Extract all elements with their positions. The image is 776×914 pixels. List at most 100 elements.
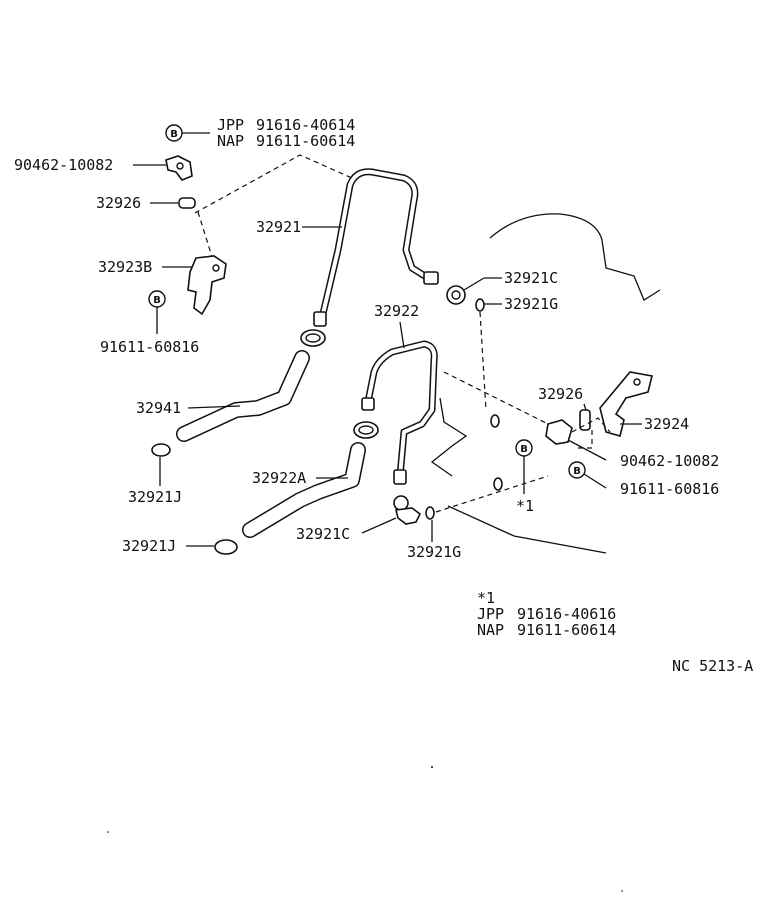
engine-outline xyxy=(430,397,468,477)
o-ring-icon xyxy=(475,298,485,312)
engine-outline xyxy=(489,213,661,301)
hose-32941: 32941 xyxy=(136,350,310,442)
label-32926-right: 32926 xyxy=(538,385,583,403)
label-32922A: 32922A xyxy=(252,469,306,487)
hose-clamp-icon xyxy=(151,443,171,457)
dashed-assembly-line xyxy=(571,417,611,433)
bracket-hole-icon xyxy=(212,264,220,272)
bracket-hole-icon xyxy=(633,378,641,386)
grommet-icon xyxy=(579,409,591,431)
label-90462-left: 90462-10082 xyxy=(14,156,113,174)
dashed-assembly-line xyxy=(576,430,593,449)
leader-line xyxy=(361,517,397,534)
o-ring-icon xyxy=(493,477,503,491)
leader-line xyxy=(583,403,587,411)
dashed-assembly-line xyxy=(194,154,353,214)
top-spec-jpp-prefix: JPP xyxy=(217,116,244,134)
grommet-32921G-bottom: 32921G xyxy=(407,475,549,561)
dashed-assembly-line xyxy=(197,211,214,261)
bottom-spec-jpp-prefix: JPP xyxy=(477,605,504,623)
top-spec-jpp-part: 91616-40614 xyxy=(256,116,355,134)
note-star: *1 xyxy=(516,497,534,515)
pipe-end-fitting-icon xyxy=(361,397,375,411)
bolt-symbol: B xyxy=(153,295,161,306)
diagram-code: NC 5213-A xyxy=(672,657,753,675)
clamp-32921C-top: 32921C xyxy=(446,269,558,305)
grommet-32921G-top: 32921G xyxy=(475,295,558,411)
leader-line xyxy=(567,439,607,461)
dashed-assembly-line xyxy=(435,475,549,513)
o-ring-icon xyxy=(490,414,500,428)
bolt-star-note: B *1 xyxy=(515,439,534,515)
label-32921C-top: 32921C xyxy=(504,269,558,287)
label-32924: 32924 xyxy=(644,415,689,433)
bottom-spec-nap-part: 91611-60614 xyxy=(517,621,616,639)
bracket-icon xyxy=(599,371,653,437)
clamp-hole-icon xyxy=(176,162,184,170)
pipe-32921: 32921 xyxy=(256,168,439,327)
label-32921G-top: 32921G xyxy=(504,295,558,313)
label-90462-right: 90462-10082 xyxy=(620,452,719,470)
hose-clamp-upper xyxy=(300,329,326,347)
top-spec-nap-part: 91611-60614 xyxy=(256,132,355,150)
top-spec-nap-prefix: NAP xyxy=(217,132,244,150)
grommet-icon xyxy=(178,197,196,209)
clamp-32921J-upper: 32921J xyxy=(128,443,182,506)
leader-line xyxy=(187,405,241,409)
hose-clamp-icon xyxy=(214,539,238,555)
bolt-symbol: B xyxy=(170,129,178,140)
label-32921J-lower: 32921J xyxy=(122,537,176,555)
speckle xyxy=(621,890,623,892)
label-32923B: 32923B xyxy=(98,258,152,276)
clamp-icon xyxy=(545,419,573,445)
pipe-end-fitting-icon xyxy=(393,469,407,485)
dashed-assembly-line xyxy=(443,371,549,425)
grommet-32926-left: 32926 xyxy=(96,194,196,212)
pipe-end-fitting-icon xyxy=(423,271,439,285)
label-32921J-upper: 32921J xyxy=(128,488,182,506)
bolt-91611-left: B 91611-60816 xyxy=(100,290,199,356)
bracket-icon xyxy=(187,255,227,316)
clamp-32921J-lower: 32921J xyxy=(122,537,238,555)
o-ring-icon xyxy=(425,506,435,520)
dashed-assembly-line xyxy=(479,311,487,411)
bolt-callout-icon xyxy=(568,461,586,479)
bracket-32923B: 32923B xyxy=(98,255,227,316)
clamp-90462-left: 90462-10082 xyxy=(14,155,193,181)
bolt-symbol: B xyxy=(573,466,581,477)
engine-outline xyxy=(447,505,607,554)
grommet-32926-right: 32926 xyxy=(538,385,587,411)
speckle xyxy=(431,766,433,768)
label-32922: 32922 xyxy=(374,302,419,320)
hose-clamp-center xyxy=(353,421,379,439)
clamp-32921C-bottom: 32921C xyxy=(296,495,422,543)
leader-line xyxy=(583,473,607,489)
hose-32922A: 32922A xyxy=(242,442,366,538)
leader-line xyxy=(399,321,405,349)
hose-clamp-icon xyxy=(393,495,409,511)
bracket-32924: 32924 xyxy=(620,415,689,433)
label-32941: 32941 xyxy=(136,399,181,417)
label-91611-left: 91611-60816 xyxy=(100,338,199,356)
clamp-90462-right: 90462-10082 xyxy=(567,439,719,470)
top-spec-block: B JPP 91616-40614 NAP 91611-60614 xyxy=(165,116,355,150)
bottom-spec-nap-prefix: NAP xyxy=(477,621,504,639)
label-32921: 32921 xyxy=(256,218,301,236)
bolt-91611-right: B 91611-60816 xyxy=(568,461,719,498)
bottom-spec-jpp-part: 91616-40616 xyxy=(517,605,616,623)
bolt-symbol: B xyxy=(520,444,528,455)
elbow-fitting-icon xyxy=(395,507,422,525)
bottom-spec-title: *1 xyxy=(477,589,495,607)
speckle xyxy=(107,831,109,833)
label-32921G-bottom: 32921G xyxy=(407,543,461,561)
leader-line xyxy=(463,277,485,291)
bottom-spec-block: *1 JPP 91616-40616 NAP 91611-60614 xyxy=(477,589,616,639)
right-bracket-assembly xyxy=(545,371,653,449)
pipe-32922: 32922 xyxy=(361,302,438,485)
label-91611-right: 91611-60816 xyxy=(620,480,719,498)
label-32926-left: 32926 xyxy=(96,194,141,212)
label-32921C-bottom: 32921C xyxy=(296,525,350,543)
pipe-end-fitting-icon xyxy=(313,311,327,327)
